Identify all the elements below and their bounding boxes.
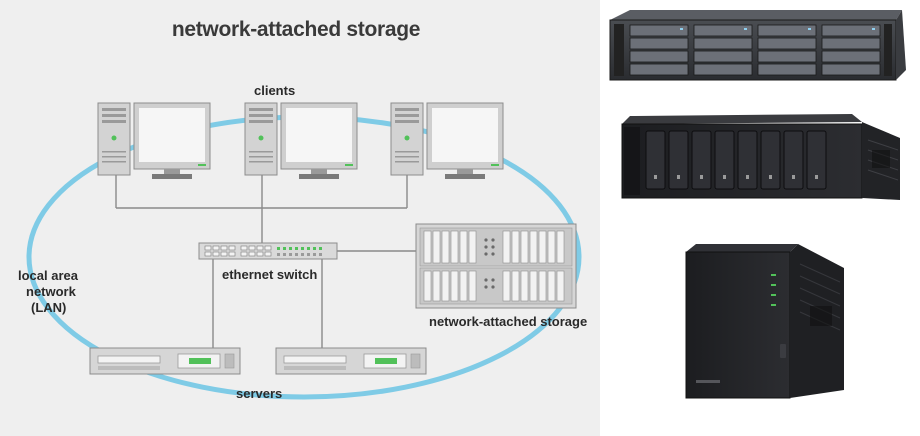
desktop-2-bay-nas-photo bbox=[685, 244, 844, 399]
nas-device bbox=[415, 223, 577, 309]
clients-label: clients bbox=[254, 83, 296, 98]
photo-canvas bbox=[609, 10, 906, 399]
client-computer-3 bbox=[390, 102, 504, 180]
server-2 bbox=[275, 347, 427, 375]
diagram-title: network-attached storage bbox=[171, 18, 421, 41]
nas-diagram: network-attached storage clients etherne… bbox=[0, 0, 600, 436]
nas-label: network-attached storage bbox=[429, 314, 588, 329]
client-computer-1 bbox=[97, 102, 211, 180]
desktop-8-bay-nas-photo bbox=[621, 114, 900, 200]
servers-label: servers bbox=[236, 386, 283, 401]
server-1 bbox=[89, 347, 241, 375]
ethernet-switch-label: ethernet switch bbox=[222, 267, 318, 282]
rackmount-nas-photo bbox=[609, 10, 906, 81]
client-computer-2 bbox=[244, 102, 358, 180]
lan-label-line1: local area bbox=[18, 268, 78, 283]
ethernet-switch bbox=[198, 242, 338, 260]
lan-label-line2: network bbox=[26, 284, 76, 299]
network-cables bbox=[115, 175, 416, 350]
diagram-canvas bbox=[26, 102, 582, 400]
nas-product-photos bbox=[600, 0, 920, 436]
lan-label-line3: (LAN) bbox=[31, 300, 67, 315]
